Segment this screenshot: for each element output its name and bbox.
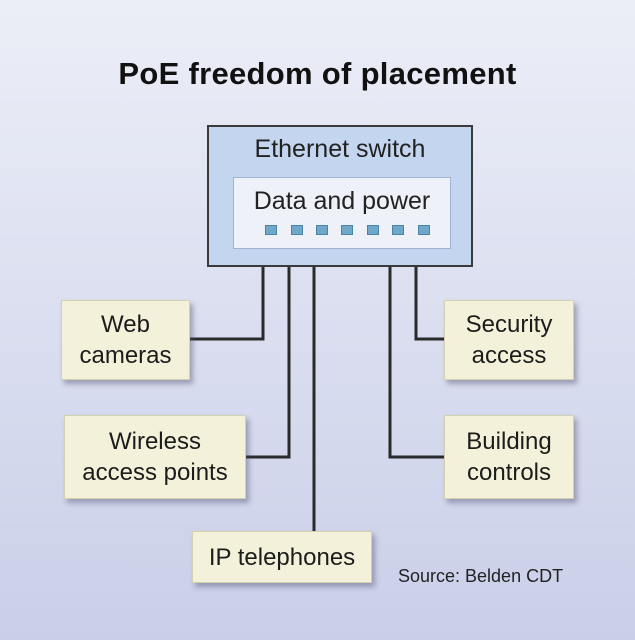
port-6	[392, 225, 404, 235]
device-ip-telephones: IP telephones	[192, 531, 372, 583]
data-and-power-panel: Data and power	[233, 177, 451, 249]
device-security-access: Security access	[444, 300, 574, 380]
ethernet-switch-label: Ethernet switch	[254, 135, 426, 163]
device-label-line: Security	[465, 311, 553, 338]
ethernet-switch: Ethernet switch Data and power	[207, 125, 473, 267]
device-label-line: Building	[466, 428, 552, 455]
device-label-line: Wireless	[108, 428, 201, 455]
device-label-line: access points	[82, 459, 228, 486]
port-5	[367, 225, 379, 235]
data-and-power-label: Data and power	[253, 187, 431, 215]
device-label-line: controls	[466, 459, 552, 486]
port-3	[316, 225, 328, 235]
device-web-cameras: Web cameras	[61, 300, 190, 380]
device-label-line: IP telephones	[208, 543, 356, 571]
port-1	[265, 225, 277, 235]
port-7	[418, 225, 430, 235]
source-credit: Source: Belden CDT	[398, 566, 564, 586]
port-2	[291, 225, 303, 235]
port-4	[341, 225, 353, 235]
device-label-line: Web	[101, 311, 150, 338]
diagram-title: PoE freedom of placement	[118, 56, 517, 91]
device-building-controls: Building controls	[444, 415, 574, 499]
wire-wireless-access-points	[246, 229, 291, 459]
wire-building-controls	[388, 229, 444, 459]
device-wireless-access-points: Wireless access points	[64, 415, 246, 499]
device-label-line: access	[471, 342, 547, 369]
device-label-line: cameras	[79, 342, 172, 369]
